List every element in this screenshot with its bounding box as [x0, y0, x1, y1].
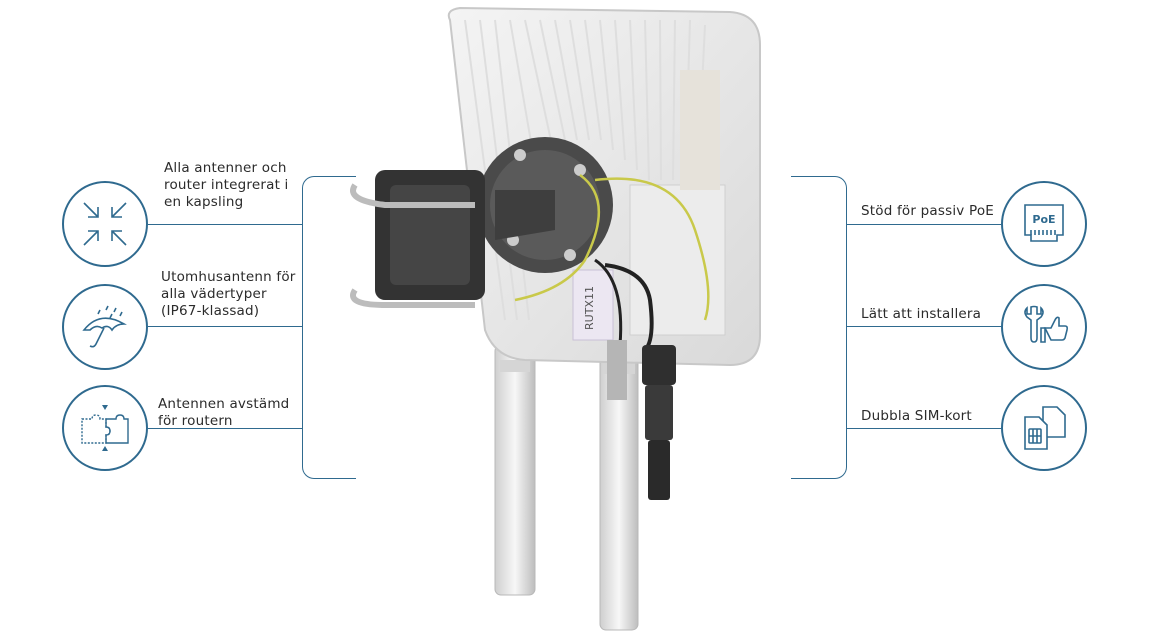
dual-sim-icon	[1024, 406, 1066, 450]
antenna-pole-left	[494, 344, 536, 596]
router-unit	[572, 269, 614, 341]
feature-label-poe: Stöd för passiv PoE	[861, 203, 995, 219]
feature-circle-poe: PoE	[1001, 181, 1087, 267]
cable-gland	[642, 345, 676, 385]
connector-line	[148, 326, 302, 327]
feature-circle-integrated	[62, 181, 148, 267]
right-bracket	[791, 176, 847, 479]
svg-text:PoE: PoE	[1032, 213, 1055, 226]
feature-circle-weatherproof	[62, 284, 148, 370]
left-bracket	[302, 176, 356, 479]
feature-circle-tuned	[62, 385, 148, 471]
umbrella-rain-icon	[82, 305, 127, 348]
feature-label-integrated: Alla antenner och router integrerat i en…	[164, 160, 289, 210]
feature-circle-dual-sim	[1001, 385, 1087, 471]
connector-line	[847, 224, 1001, 225]
connector-line	[847, 326, 1001, 327]
connector-line	[847, 428, 1001, 429]
product-image: RUTX11	[350, 6, 761, 631]
router-model-label: RUTX11	[583, 286, 596, 330]
puzzle-pieces-icon	[81, 405, 129, 451]
compress-arrows-icon	[83, 202, 127, 246]
feature-label-weatherproof: Utomhusantenn för alla vädertyper (IP67-…	[161, 269, 296, 319]
feature-label-tuned: Antennen avstämd för routern	[158, 396, 290, 429]
feature-label-dual-sim: Dubbla SIM-kort	[861, 408, 972, 424]
poe-port-icon: PoE	[1024, 204, 1064, 242]
feature-circle-easy-install	[1001, 284, 1087, 370]
wrench-thumbs-up-icon	[1024, 305, 1069, 343]
feature-label-easy-install: Lätt att installera	[861, 306, 982, 322]
connector-line	[148, 224, 302, 225]
connector-line	[148, 428, 302, 429]
